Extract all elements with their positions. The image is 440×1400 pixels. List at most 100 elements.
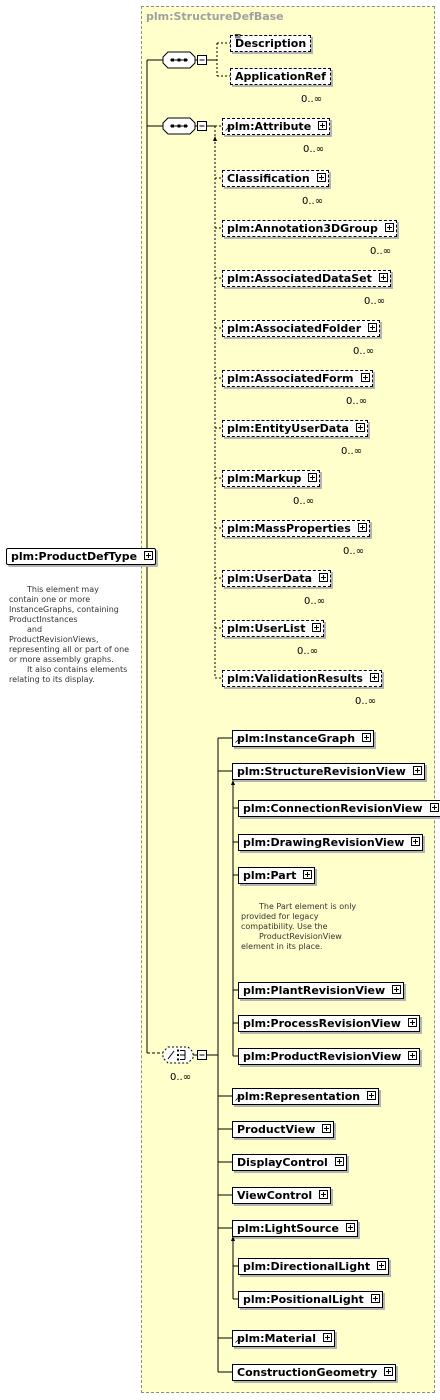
process-revision-view-label: plm:ProcessRevisionView xyxy=(243,1017,401,1030)
product-revision-view-node[interactable]: plm:ProductRevisionView xyxy=(238,1048,421,1065)
attribute-label: plm:Attribute xyxy=(227,120,312,133)
expand-icon[interactable] xyxy=(319,1190,329,1199)
expand-icon[interactable] xyxy=(345,1223,355,1232)
group-title: plm:StructureDefBase xyxy=(146,10,284,23)
product-def-type-label: plm:ProductDefType xyxy=(11,550,138,563)
instance-graph-label: plm:InstanceGraph xyxy=(237,732,356,745)
markup-node[interactable]: plm:Markup xyxy=(222,470,321,487)
expand-icon[interactable] xyxy=(367,1091,377,1100)
mass-properties-node[interactable]: plm:MassProperties xyxy=(222,520,370,537)
associated-form-label: plm:AssociatedForm xyxy=(227,372,354,385)
expand-icon[interactable] xyxy=(308,473,318,482)
associated-data-set-label: plm:AssociatedDataSet xyxy=(227,272,372,285)
application-ref-node[interactable]: ApplicationRef xyxy=(230,68,331,85)
sequence-compositor-2[interactable] xyxy=(162,117,210,136)
expand-icon[interactable] xyxy=(362,733,372,742)
documentation-icon: ≡ xyxy=(234,32,242,42)
part-node[interactable]: plm:Part xyxy=(238,867,316,884)
expand-icon[interactable] xyxy=(318,121,328,130)
associated-data-set-cardinality: 0..∞ xyxy=(364,296,386,307)
application-ref-cardinality: 0..∞ xyxy=(301,94,323,105)
expand-icon[interactable] xyxy=(384,1367,394,1376)
expand-icon[interactable] xyxy=(303,870,313,879)
user-list-label: plm:UserList xyxy=(227,622,306,635)
expand-icon[interactable] xyxy=(312,623,322,632)
expand-icon[interactable] xyxy=(407,1018,417,1027)
expand-icon[interactable] xyxy=(384,223,394,232)
expand-icon[interactable] xyxy=(370,1294,380,1303)
directional-light-node[interactable]: plm:DirectionalLight xyxy=(238,1258,390,1275)
user-data-label: plm:UserData xyxy=(227,572,313,585)
expand-icon[interactable] xyxy=(368,323,378,332)
expand-icon[interactable] xyxy=(408,1051,418,1060)
view-control-label: ViewControl xyxy=(237,1189,313,1202)
product-def-type-node[interactable]: plm:ProductDefType xyxy=(6,548,157,565)
expand-icon[interactable] xyxy=(360,373,370,382)
display-control-node[interactable]: DisplayControl xyxy=(232,1154,347,1171)
user-list-node[interactable]: plm:UserList xyxy=(222,620,325,637)
associated-form-node[interactable]: plm:AssociatedForm xyxy=(222,370,373,387)
structure-revision-view-node[interactable]: plm:StructureRevisionView xyxy=(232,763,425,780)
expand-icon[interactable] xyxy=(392,985,402,994)
entity-user-data-cardinality: 0..∞ xyxy=(341,446,363,457)
expand-icon[interactable] xyxy=(412,766,422,775)
annotation3-dgroup-node[interactable]: plm:Annotation3DGroup xyxy=(222,220,397,237)
associated-data-set-node[interactable]: plm:AssociatedDataSet xyxy=(222,270,391,287)
choice-compositor[interactable] xyxy=(162,1046,210,1065)
expand-icon[interactable] xyxy=(322,1124,332,1133)
expand-icon[interactable] xyxy=(355,423,365,432)
expand-icon[interactable] xyxy=(378,273,388,282)
annotation3-dgroup-cardinality: 0..∞ xyxy=(370,246,392,257)
description-node[interactable]: Description xyxy=(230,35,312,52)
reference-arrow-icon: ↗ xyxy=(234,1094,242,1104)
display-control-label: DisplayControl xyxy=(237,1156,328,1169)
attribute-cardinality: 0..∞ xyxy=(303,144,325,155)
reference-arrow-icon: ↗ xyxy=(234,736,242,746)
validation-results-node[interactable]: plm:ValidationResults xyxy=(222,670,382,687)
view-control-node[interactable]: ViewControl xyxy=(232,1187,332,1204)
structure-revision-view-label: plm:StructureRevisionView xyxy=(237,765,406,778)
drawing-revision-view-node[interactable]: plm:DrawingRevisionView xyxy=(238,834,424,851)
expand-icon[interactable] xyxy=(144,551,154,560)
plant-revision-view-node[interactable]: plm:PlantRevisionView xyxy=(238,982,405,999)
product-view-node[interactable]: ProductView xyxy=(232,1121,335,1138)
directional-light-label: plm:DirectionalLight xyxy=(243,1260,371,1273)
part-note: The Part element is only provided for le… xyxy=(241,902,357,951)
sequence-compositor-1[interactable] xyxy=(162,51,210,70)
light-source-node[interactable]: plm:LightSource xyxy=(232,1220,358,1237)
classification-node[interactable]: Classification xyxy=(222,170,329,187)
product-view-label: ProductView xyxy=(237,1123,316,1136)
expand-icon[interactable] xyxy=(411,837,421,846)
representation-label: plm:Representation xyxy=(237,1090,361,1103)
expand-icon[interactable] xyxy=(357,523,367,532)
connection-revision-view-node[interactable]: plm:ConnectionRevisionView xyxy=(238,800,440,817)
user-data-node[interactable]: plm:UserData xyxy=(222,570,332,587)
instance-graph-node[interactable]: plm:InstanceGraph xyxy=(232,730,375,747)
expand-icon[interactable] xyxy=(369,673,379,682)
construction-geometry-label: ConstructionGeometry xyxy=(237,1366,378,1379)
process-revision-view-node[interactable]: plm:ProcessRevisionView xyxy=(238,1015,420,1032)
classification-label: Classification xyxy=(227,172,310,185)
construction-geometry-node[interactable]: ConstructionGeometry xyxy=(232,1364,397,1381)
associated-folder-label: plm:AssociatedFolder xyxy=(227,322,362,335)
attribute-node[interactable]: plm:Attribute xyxy=(222,118,331,135)
entity-user-data-node[interactable]: plm:EntityUserData xyxy=(222,420,368,437)
representation-node[interactable]: plm:Representation xyxy=(232,1088,380,1105)
plant-revision-view-label: plm:PlantRevisionView xyxy=(243,984,386,997)
associated-folder-node[interactable]: plm:AssociatedFolder xyxy=(222,320,381,337)
application-ref-label: ApplicationRef xyxy=(235,70,326,83)
positional-light-node[interactable]: plm:PositionalLight xyxy=(238,1291,383,1308)
expand-icon[interactable] xyxy=(429,803,439,812)
markup-label: plm:Markup xyxy=(227,472,302,485)
expand-icon[interactable] xyxy=(316,173,326,182)
material-node[interactable]: plm:Material xyxy=(232,1330,335,1347)
expand-icon[interactable] xyxy=(334,1157,344,1166)
expand-icon[interactable] xyxy=(377,1261,387,1270)
annotation3-dgroup-label: plm:Annotation3DGroup xyxy=(227,222,378,235)
material-label: plm:Material xyxy=(237,1332,316,1345)
mass-properties-cardinality: 0..∞ xyxy=(343,546,365,557)
expand-icon[interactable] xyxy=(322,1333,332,1342)
associated-form-cardinality: 0..∞ xyxy=(346,396,368,407)
expand-icon[interactable] xyxy=(319,573,329,582)
mass-properties-label: plm:MassProperties xyxy=(227,522,351,535)
